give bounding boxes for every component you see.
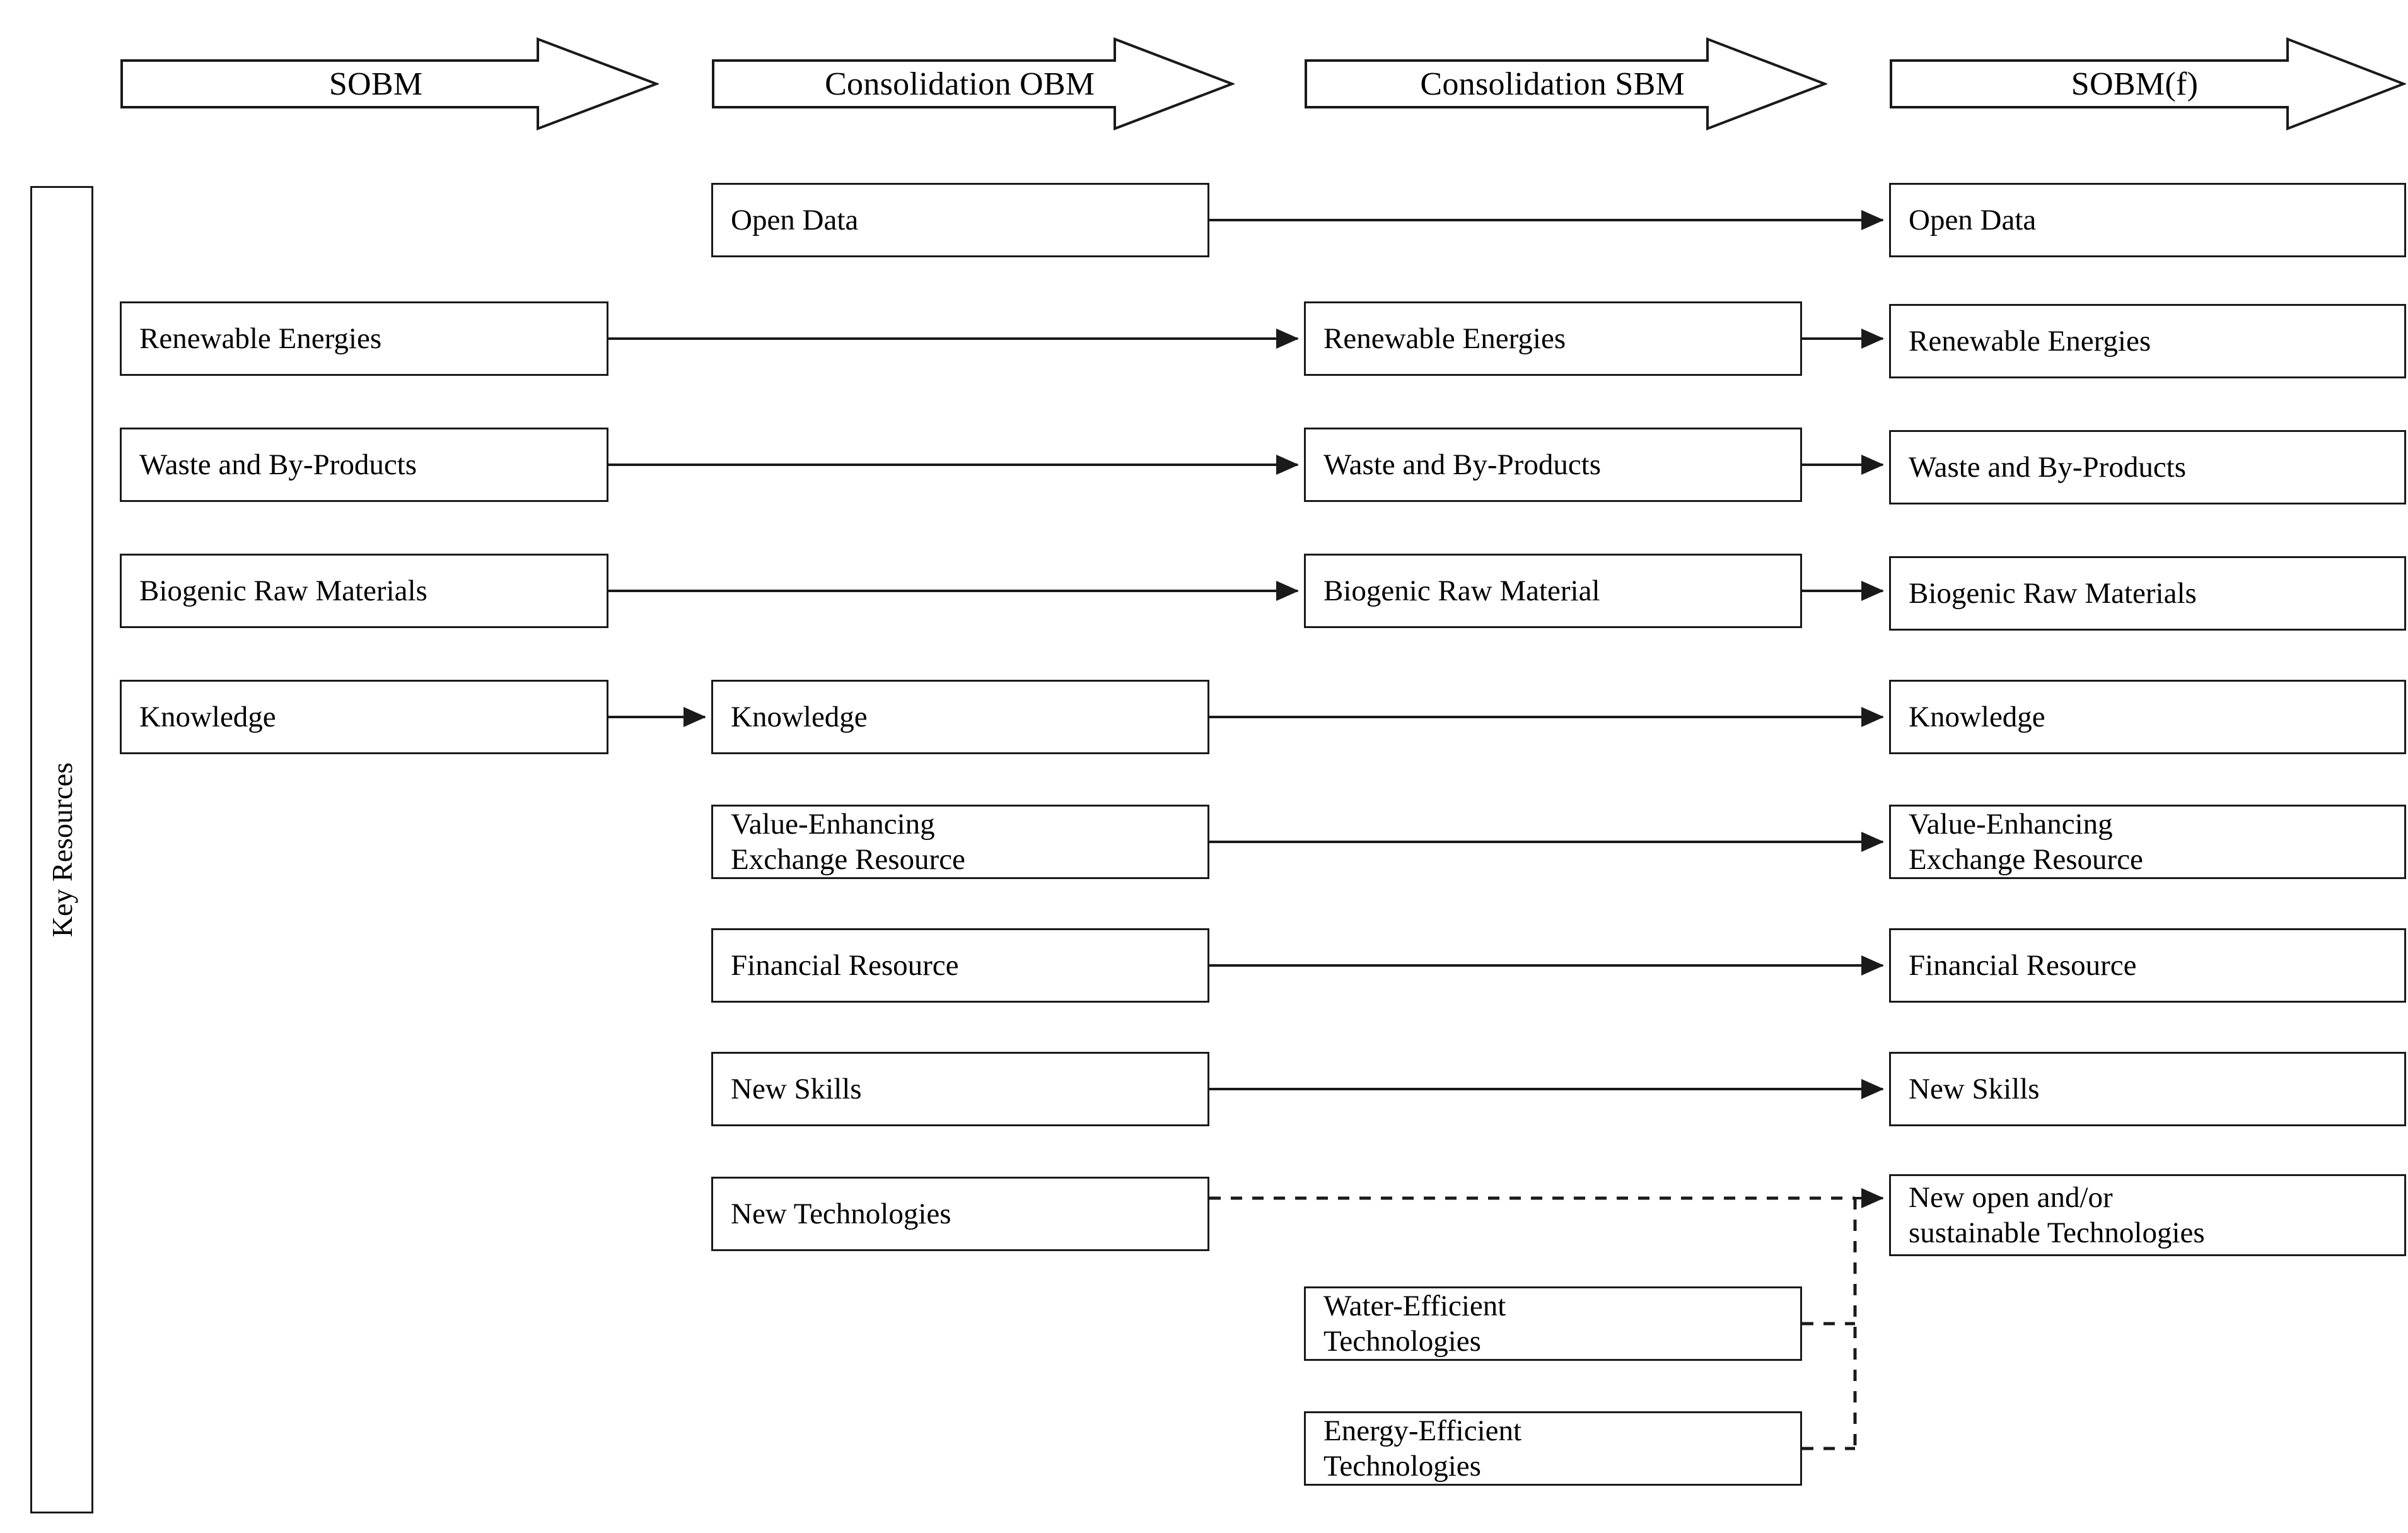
key-resources-label: Key Resources: [45, 762, 78, 938]
node-label: Open Data: [1909, 203, 2037, 236]
banner-arrow-shape: [120, 37, 659, 131]
phase-banner-label: Consolidation OBM: [825, 66, 1095, 102]
node-label: Open Data: [731, 203, 859, 236]
node-new-technologies-cobm[interactable]: New Technologies: [711, 1177, 1209, 1251]
phase-banner-sobm: SOBM: [120, 37, 659, 131]
phase-banner-cobm: Consolidation OBM: [711, 37, 1235, 131]
node-renewable-energies-sobm[interactable]: Renewable Energies: [120, 301, 608, 376]
node-label: Biogenic Raw Materials: [139, 574, 428, 607]
node-financial-resource-sobmf[interactable]: Financial Resource: [1889, 928, 2406, 1003]
phase-banner-label: Consolidation SBM: [1420, 66, 1685, 102]
node-label: Waste and By-Products: [1909, 450, 2187, 484]
banner-arrow-shape: [712, 37, 1235, 131]
node-label: Knowledge: [1909, 700, 2045, 733]
node-label: New Skills: [1909, 1072, 2040, 1105]
node-financial-resource-cobm[interactable]: Financial Resource: [711, 928, 1209, 1003]
node-knowledge-cobm[interactable]: Knowledge: [711, 680, 1209, 754]
node-biogenic-raw-material-csbm[interactable]: Biogenic Raw Material: [1304, 554, 1802, 628]
banner-arrow-shape: [1305, 37, 1827, 131]
node-new-skills-sobmf[interactable]: New Skills: [1889, 1052, 2406, 1126]
node-biogenic-raw-materials-sobm[interactable]: Biogenic Raw Materials: [120, 554, 608, 628]
node-new-skills-cobm[interactable]: New Skills: [711, 1052, 1209, 1126]
phase-banner-label: SOBM: [329, 66, 423, 102]
node-label: Renewable Energies: [139, 322, 382, 355]
node-label: Biogenic Raw Materials: [1909, 576, 2197, 610]
node-label: Knowledge: [731, 700, 868, 733]
node-knowledge-sobm[interactable]: Knowledge: [120, 680, 608, 754]
node-open-data-cobm[interactable]: Open Data: [711, 183, 1209, 257]
node-label: Biogenic Raw Material: [1323, 574, 1600, 607]
phase-banner-csbm: Consolidation SBM: [1304, 37, 1827, 131]
node-open-data-sobmf[interactable]: Open Data: [1889, 183, 2406, 257]
node-label: New Technologies: [731, 1197, 951, 1230]
node-waste-byproducts-sobmf[interactable]: Waste and By-Products: [1889, 430, 2406, 504]
node-label: New Skills: [731, 1072, 862, 1105]
node-label: Renewable Energies: [1909, 324, 2151, 358]
node-renewable-energies-sobmf[interactable]: Renewable Energies: [1889, 304, 2406, 378]
node-label: Knowledge: [139, 700, 276, 733]
node-label: Waste and By-Products: [1323, 448, 1602, 481]
node-knowledge-sobmf[interactable]: Knowledge: [1889, 680, 2406, 754]
node-label: Renewable Energies: [1323, 322, 1566, 355]
node-label: Waste and By-Products: [139, 448, 417, 481]
node-renewable-energies-csbm[interactable]: Renewable Energies: [1304, 301, 1802, 376]
node-label: Financial Resource: [1909, 948, 2137, 982]
phase-banner-sobmf: SOBM(f): [1889, 37, 2406, 131]
node-waste-byproducts-csbm[interactable]: Waste and By-Products: [1304, 428, 1802, 502]
banner-arrow-shape: [1890, 37, 2406, 131]
key-resources-rail: Key Resources: [30, 186, 93, 1513]
node-label: Financial Resource: [731, 948, 959, 982]
phase-banner-label: SOBM(f): [2071, 66, 2199, 102]
node-biogenic-raw-materials-sobmf[interactable]: Biogenic Raw Materials: [1889, 556, 2406, 631]
node-waste-byproducts-sobm[interactable]: Waste and By-Products: [120, 428, 608, 502]
